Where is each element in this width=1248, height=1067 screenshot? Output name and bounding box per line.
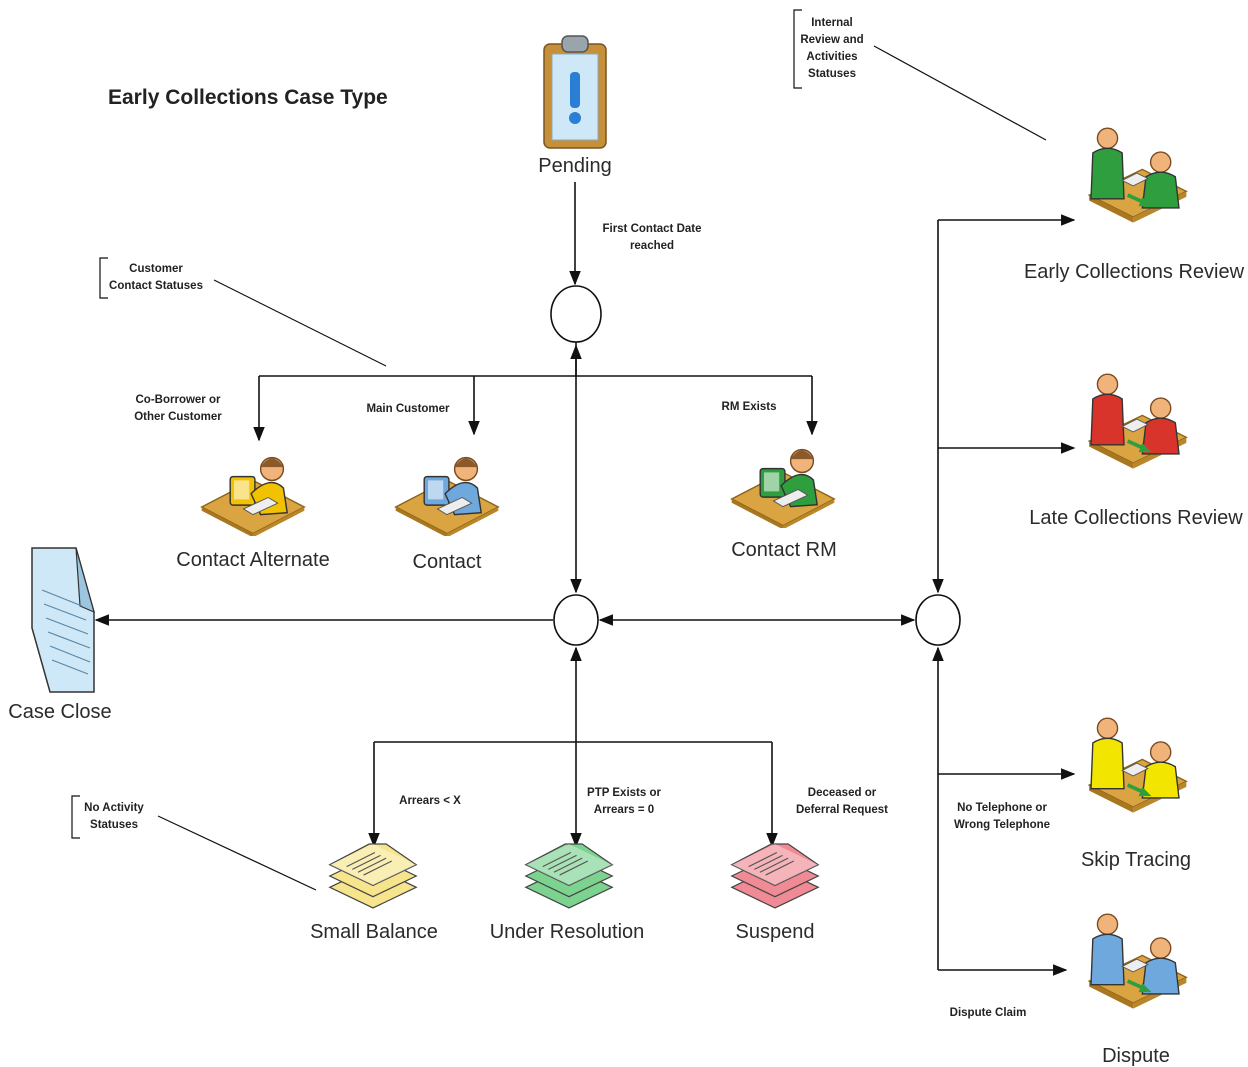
document-stack-icon <box>329 843 417 909</box>
annotation-no-activity: No Activity <box>84 802 144 814</box>
annotation-customer-contact: Customer <box>129 263 183 275</box>
annotation-bracket-no-activity <box>71 795 80 839</box>
annotation-pointer-no-activity <box>157 815 317 891</box>
node-label-contact: Contact <box>413 551 482 573</box>
clipboard-alert-icon <box>543 35 607 149</box>
annotation-internal-review: Internal <box>811 17 853 29</box>
two-people-meeting-icon <box>1087 126 1189 225</box>
person-at-computer-icon <box>730 448 836 528</box>
two-people-meeting-icon <box>1087 372 1189 471</box>
document-stack-icon <box>731 843 819 909</box>
annotation-internal-review-3: Activities <box>806 51 857 63</box>
edge-label-deceased-2: Deferral Request <box>796 804 888 816</box>
annotation-customer-contact-2: Contact Statuses <box>109 280 203 292</box>
annotation-pointer-internal <box>873 45 1047 141</box>
diagram-title: Early Collections Case Type <box>108 86 388 109</box>
hub-circle-center <box>553 594 599 646</box>
edge-label-deceased: Deceased or <box>808 787 877 799</box>
two-people-meeting-icon <box>1087 716 1189 815</box>
annotation-internal-review-2: Review and <box>800 34 863 46</box>
annotation-internal-review-4: Statuses <box>808 68 856 80</box>
edge-label-first-contact: First Contact Date <box>602 223 701 235</box>
node-label-pending: Pending <box>538 155 611 177</box>
node-label-late-collections-review: Late Collections Review <box>1029 507 1243 529</box>
hub-circle-contact <box>550 285 602 343</box>
document-stack-icon <box>525 843 613 909</box>
edge-label-arrears-lt-x: Arrears < X <box>399 795 461 807</box>
edge-label-ptp-2: Arrears = 0 <box>594 804 654 816</box>
edge-label-co-borrower: Co-Borrower or <box>136 394 222 406</box>
node-label-small-balance: Small Balance <box>310 921 438 943</box>
edge-label-first-contact-2: reached <box>630 240 674 252</box>
two-people-meeting-icon <box>1087 912 1189 1011</box>
annotation-bracket-internal <box>793 9 802 89</box>
node-label-contact-rm: Contact RM <box>731 539 837 561</box>
annotation-bracket-customer <box>99 257 108 299</box>
node-label-under-resolution: Under Resolution <box>490 921 645 943</box>
person-at-computer-icon <box>394 456 500 536</box>
edge-label-ptp: PTP Exists or <box>587 787 661 799</box>
node-label-early-collections-review: Early Collections Review <box>1024 261 1245 283</box>
node-label-contact-alternate: Contact Alternate <box>176 549 329 571</box>
person-at-computer-icon <box>200 456 306 536</box>
edge-label-dispute-claim: Dispute Claim <box>950 1007 1027 1019</box>
node-label-skip-tracing: Skip Tracing <box>1081 849 1191 871</box>
document-icon <box>31 547 95 693</box>
edge-label-rm-exists: RM Exists <box>722 401 777 413</box>
hub-circle-review <box>915 594 961 646</box>
node-label-case-close: Case Close <box>8 701 111 723</box>
edge-label-co-borrower-2: Other Customer <box>134 411 222 423</box>
annotation-no-activity-2: Statuses <box>90 819 138 831</box>
edge-label-no-telephone-2: Wrong Telephone <box>954 819 1050 831</box>
edge-label-no-telephone: No Telephone or <box>957 802 1047 814</box>
node-label-dispute: Dispute <box>1102 1045 1170 1067</box>
edge-label-main-customer: Main Customer <box>366 403 450 415</box>
node-label-suspend: Suspend <box>736 921 815 943</box>
annotation-pointer-customer <box>213 279 387 367</box>
